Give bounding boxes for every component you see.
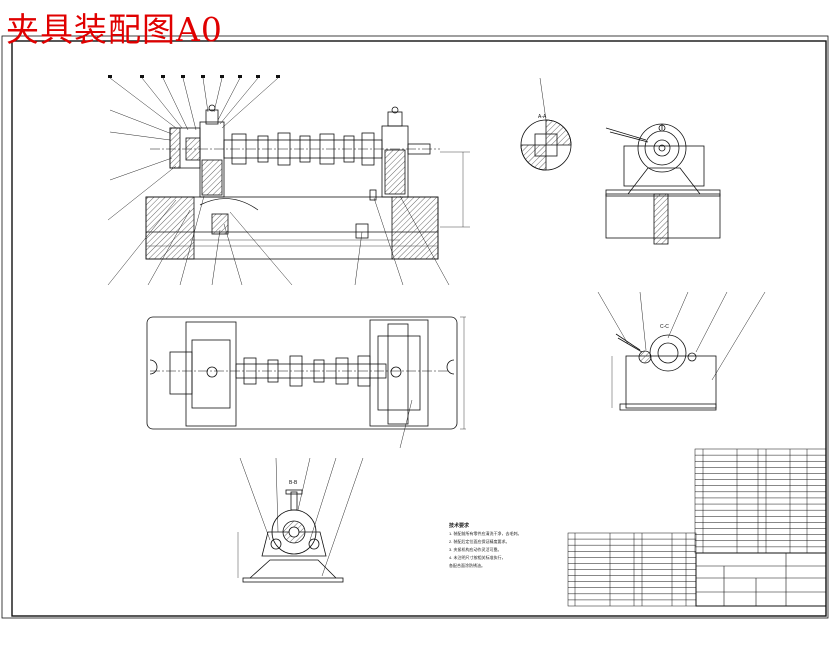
drawing-title: 夹具装配图A0 <box>6 10 223 49</box>
technical-notes-heading: 技术要求 <box>449 523 470 529</box>
section-a-a-label: A-A <box>538 114 547 120</box>
outer-border <box>1 35 829 619</box>
section-b-b <box>237 457 364 583</box>
camshaft <box>150 132 440 166</box>
top-base-plate <box>146 316 458 430</box>
section-c-c-label: C-C <box>660 324 669 330</box>
top-view <box>146 316 466 449</box>
parts-list-lower <box>567 532 697 607</box>
technical-notes: 技术要求 1. 装配前所有零件应清洗干净，去毛刺。 2. 装配后定位面应保证精度… <box>449 522 564 570</box>
technical-note-line: 2. 装配后定位面应保证精度要求。 <box>449 539 510 544</box>
front-view-balloon-marks <box>108 75 280 78</box>
inner-border <box>11 40 827 617</box>
section-a-a <box>520 77 572 171</box>
front-view <box>145 104 470 260</box>
technical-note-line: 4. 未注明尺寸按相关标准执行， <box>449 555 506 560</box>
section-b-b-label: B-B <box>289 480 298 486</box>
parts-list-upper <box>694 448 827 554</box>
title-block <box>695 552 827 607</box>
left-view <box>605 123 721 245</box>
technical-note-line: 各配合面涂防锈油。 <box>449 563 485 568</box>
section-c-c <box>597 291 766 411</box>
technical-note-line: 1. 装配前所有零件应清洗干净，去毛刺。 <box>449 531 522 536</box>
technical-note-line: 3. 夹紧机构应动作灵活可靠。 <box>449 547 502 552</box>
front-view-leaders <box>107 77 450 286</box>
